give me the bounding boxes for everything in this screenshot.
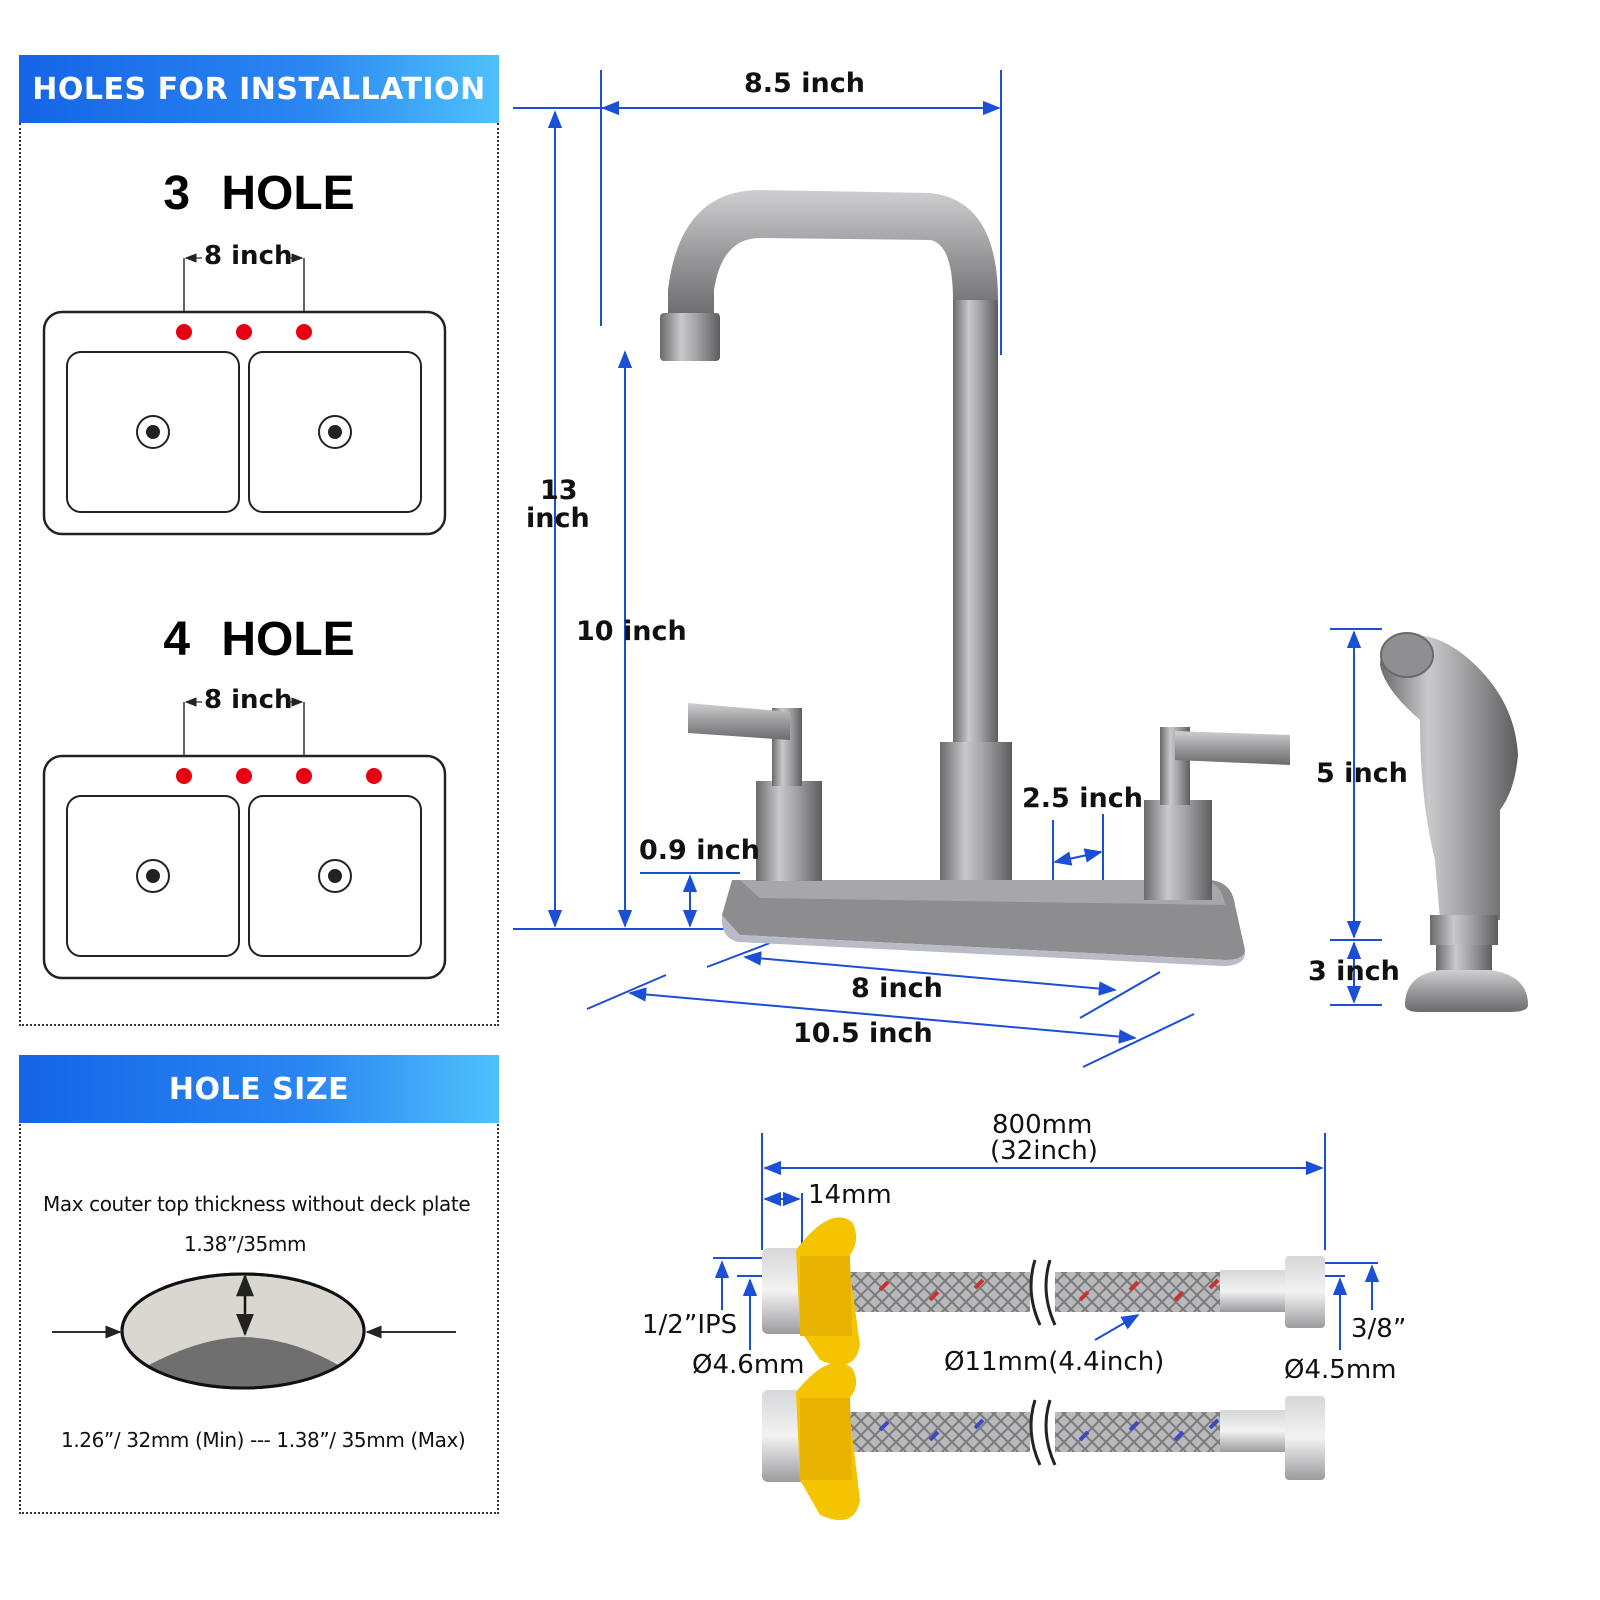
total-height-label: 13 [540, 475, 578, 506]
faucet-image [660, 190, 1290, 966]
hole-size-header: HOLE SIZE [19, 1055, 499, 1123]
base-height-label: 0.9 inch [639, 835, 760, 866]
mounting-hole [176, 324, 192, 340]
nut-width-label: 14mm [808, 1180, 892, 1210]
spout-height-label: 10 inch [576, 616, 687, 647]
three-hole-title: 3 HOLE [163, 167, 355, 220]
inlet-thread-label: 1/2”IPS [642, 1310, 738, 1340]
spout-reach-label: 8.5 inch [744, 68, 865, 99]
base-width-label: 8 inch [851, 973, 943, 1004]
drain-icon [136, 415, 170, 449]
mounting-hole [296, 324, 312, 340]
outlet-diameter-label: Ø4.5mm [1284, 1355, 1397, 1385]
max-thickness-label: 1.38”/35mm [184, 1232, 307, 1256]
hose-length-mm-label: 800mm [992, 1110, 1093, 1140]
thickness-range-label: 1.26”/ 32mm (Min) --- 1.38”/ 35mm (Max) [61, 1428, 466, 1452]
sprayer-base-height-label: 3 inch [1308, 956, 1400, 987]
drain-icon [318, 415, 352, 449]
drain-icon [136, 859, 170, 893]
mounting-hole [236, 768, 252, 784]
outlet-thread-label: 3/8” [1351, 1314, 1407, 1344]
mounting-hole [366, 768, 382, 784]
sprayer-image [1330, 628, 1528, 1012]
mounting-hole [236, 324, 252, 340]
hose-top [762, 1217, 1325, 1365]
four-hole-spacing-label: 8 inch [204, 685, 293, 715]
mounting-hole [296, 768, 312, 784]
hose-bottom [762, 1362, 1325, 1520]
three-hole-spacing-label: 8 inch [204, 241, 293, 271]
countertop-thickness-note: Max couter top thickness without deck pl… [43, 1192, 471, 1216]
inlet-diameter-label: Ø4.6mm [692, 1350, 805, 1380]
handle-spacing-label: 2.5 inch [1022, 783, 1143, 814]
installation-header: HOLES FOR INSTALLATION [19, 55, 499, 123]
hole-cross-section [52, 1272, 456, 1390]
three-hole-sink [42, 253, 447, 536]
hole-size-panel [19, 1120, 499, 1514]
hose-length-in-label: (32inch) [990, 1136, 1098, 1166]
four-hole-sink [42, 697, 447, 980]
hose-diameter-label: Ø11mm(4.4inch) [944, 1347, 1165, 1377]
drain-icon [318, 859, 352, 893]
installation-panel [19, 123, 499, 1026]
four-hole-title: 4 HOLE [163, 613, 355, 666]
sprayer-head-length-label: 5 inch [1316, 758, 1408, 789]
base-length-label: 10.5 inch [793, 1018, 933, 1049]
total-height-unit-label: inch [526, 503, 590, 534]
mounting-hole [176, 768, 192, 784]
hose-dimension-lines [713, 1133, 1380, 1350]
faucet-dimension-lines [513, 70, 1195, 1068]
